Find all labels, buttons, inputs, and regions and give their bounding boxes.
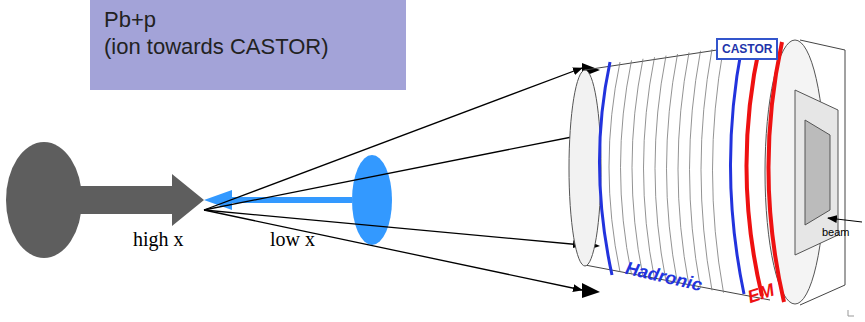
em-arc <box>768 42 784 302</box>
proton-arrow <box>204 190 352 210</box>
node-text: CASTOR <box>722 42 772 56</box>
beam-arrow <box>828 218 862 222</box>
section-label: Hadronic <box>623 258 704 296</box>
em-arc <box>746 44 762 296</box>
title-box: Pb+p(ion towards CASTOR) <box>90 0 406 90</box>
proton <box>352 155 392 245</box>
beam-label: beam <box>822 226 850 238</box>
node-text: Pb+p <box>104 6 392 33</box>
castor-label-box: CASTOR <box>716 38 778 60</box>
lead-ion <box>6 142 82 258</box>
hadronic-arc <box>730 46 744 294</box>
particle-tracks <box>204 68 582 290</box>
castor-detector <box>569 40 845 305</box>
node-text: (ion towards CASTOR) <box>104 33 392 60</box>
section-label: EM <box>745 280 777 308</box>
lead-arrow <box>80 174 204 226</box>
momentum-label: high x <box>133 228 184 251</box>
detector-segments <box>609 48 724 293</box>
axis-mark <box>848 310 854 316</box>
hadronic-arc <box>599 62 612 275</box>
momentum-label: low x <box>270 228 315 251</box>
